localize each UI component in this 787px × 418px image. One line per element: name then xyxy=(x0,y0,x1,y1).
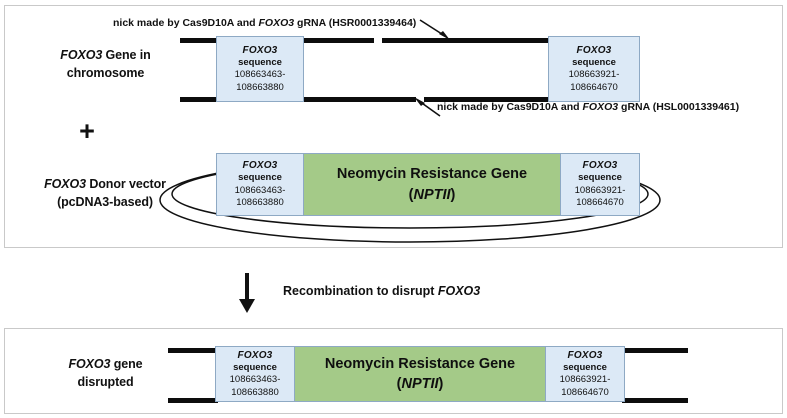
donor-left-range-end: 108663880 xyxy=(236,197,284,209)
disrupted-cassette-gene-italic: NPTII xyxy=(401,376,439,392)
disrupted-right-kind: sequence xyxy=(563,361,607,373)
donor-right-range-start: 108663921- xyxy=(574,184,626,196)
label-donor-gene: FOXO3 xyxy=(44,177,86,191)
label-donor-rest: Donor vector xyxy=(85,177,166,191)
chromosome-left-homology-box: FOXO3 sequence 108663463- 108663880 xyxy=(216,36,304,102)
chromosome-strand-bottom-right xyxy=(424,97,640,102)
donor-left-range-start: 108663463- xyxy=(234,184,286,196)
recombination-arrow-icon xyxy=(239,273,255,313)
label-disrupted-rest: gene xyxy=(110,357,143,371)
nick-annotation-bottom: nick made by Cas9D10A and FOXO3 gRNA (HS… xyxy=(437,101,739,113)
disrupted-left-kind: sequence xyxy=(233,361,277,373)
label-disrupted-row: FOXO3 gene disrupted xyxy=(18,355,193,391)
disrupted-left-gene-name: FOXO3 xyxy=(237,349,273,361)
recombination-caption-prefix: Recombination to disrupt xyxy=(283,284,438,298)
disrupted-strand-top-right xyxy=(622,348,688,353)
donor-cassette-gene-italic: NPTII xyxy=(413,186,451,203)
label-chromosome-row: FOXO3 Gene in chromosome xyxy=(18,46,193,82)
nick-arrow-bottom-icon xyxy=(414,97,441,117)
label-disrupted-line2: disrupted xyxy=(77,375,134,390)
donor-neomycin-cassette-box: Neomycin Resistance Gene (NPTII) xyxy=(303,153,561,216)
donor-right-kind: sequence xyxy=(578,172,622,184)
disrupted-left-range-end: 108663880 xyxy=(231,386,279,398)
nick-arrow-top-icon xyxy=(419,19,450,40)
chromosome-right-homology-box: FOXO3 sequence 108663921- 108664670 xyxy=(548,36,640,102)
disrupted-cassette-title: Neomycin Resistance Gene xyxy=(324,355,516,372)
disrupted-strand-bottom-right xyxy=(622,398,688,403)
chromosome-right-gene-name: FOXO3 xyxy=(576,44,612,56)
label-donor-row: FOXO3 Donor vector (pcDNA3-based) xyxy=(10,175,200,211)
disrupted-cassette-paren-open: ( xyxy=(396,376,402,392)
label-donor-line2: (pcDNA3-based) xyxy=(57,195,153,210)
donor-left-homology-box: FOXO3 sequence 108663463- 108663880 xyxy=(216,153,304,216)
disrupted-right-homology-box: FOXO3 sequence 108663921- 108664670 xyxy=(545,346,625,402)
recombination-caption-gene: FOXO3 xyxy=(437,284,481,298)
disrupted-cassette-symbol: (NPTII) xyxy=(295,374,545,394)
chromosome-right-range-end: 108664670 xyxy=(570,81,618,93)
donor-right-gene-name: FOXO3 xyxy=(582,160,618,172)
label-disrupted-gene: FOXO3 xyxy=(68,357,111,371)
donor-cassette-title: Neomycin Resistance Gene xyxy=(336,166,528,183)
recombination-caption: Recombination to disrupt FOXO3 xyxy=(283,284,480,298)
plus-sign: + xyxy=(79,116,95,146)
chromosome-left-range-start: 108663463- xyxy=(234,69,286,81)
donor-cassette-paren-open: ( xyxy=(408,186,414,203)
donor-left-kind: sequence xyxy=(238,172,282,184)
chromosome-strand-top-right xyxy=(382,38,640,43)
nick-top-prefix: nick made by Cas9D10A and xyxy=(113,17,259,29)
nick-bottom-gene: FOXO3 xyxy=(582,101,619,113)
donor-cassette-symbol: (NPTII) xyxy=(304,185,560,205)
chromosome-right-kind: sequence xyxy=(572,56,616,68)
label-chromosome-rest: Gene in xyxy=(102,48,151,62)
donor-right-range-end: 108664670 xyxy=(576,197,624,209)
nick-top-gene: FOXO3 xyxy=(258,17,295,29)
disrupted-strand-bottom-left xyxy=(168,398,218,403)
donor-left-gene-name: FOXO3 xyxy=(242,160,278,172)
disrupted-right-gene-name: FOXO3 xyxy=(567,349,603,361)
chromosome-left-kind: sequence xyxy=(238,56,282,68)
donor-right-homology-box: FOXO3 sequence 108663921- 108664670 xyxy=(560,153,640,216)
disrupted-left-homology-box: FOXO3 sequence 108663463- 108663880 xyxy=(215,346,295,402)
disrupted-right-range-start: 108663921- xyxy=(559,374,611,386)
disrupted-neomycin-cassette-box: Neomycin Resistance Gene (NPTII) xyxy=(294,346,546,402)
nick-annotation-top: nick made by Cas9D10A and FOXO3 gRNA (HS… xyxy=(113,17,416,29)
label-chromosome-gene: FOXO3 xyxy=(60,48,103,62)
disrupted-right-range-end: 108664670 xyxy=(561,386,609,398)
nick-top-suffix: gRNA (HSR0001339464) xyxy=(294,17,417,29)
chromosome-left-gene-name: FOXO3 xyxy=(242,44,278,56)
disrupted-strand-top-left xyxy=(168,348,218,353)
chromosome-right-range-start: 108663921- xyxy=(568,69,620,81)
donor-cassette-paren-close: ) xyxy=(450,186,456,203)
disrupted-left-range-start: 108663463- xyxy=(229,374,281,386)
nick-bottom-prefix: nick made by Cas9D10A and xyxy=(437,101,583,113)
disrupted-cassette-paren-close: ) xyxy=(438,376,444,392)
label-chromosome-line2: chromosome xyxy=(66,66,145,81)
nick-bottom-suffix: gRNA (HSL0001339461) xyxy=(618,101,740,113)
chromosome-left-range-end: 108663880 xyxy=(236,81,284,93)
